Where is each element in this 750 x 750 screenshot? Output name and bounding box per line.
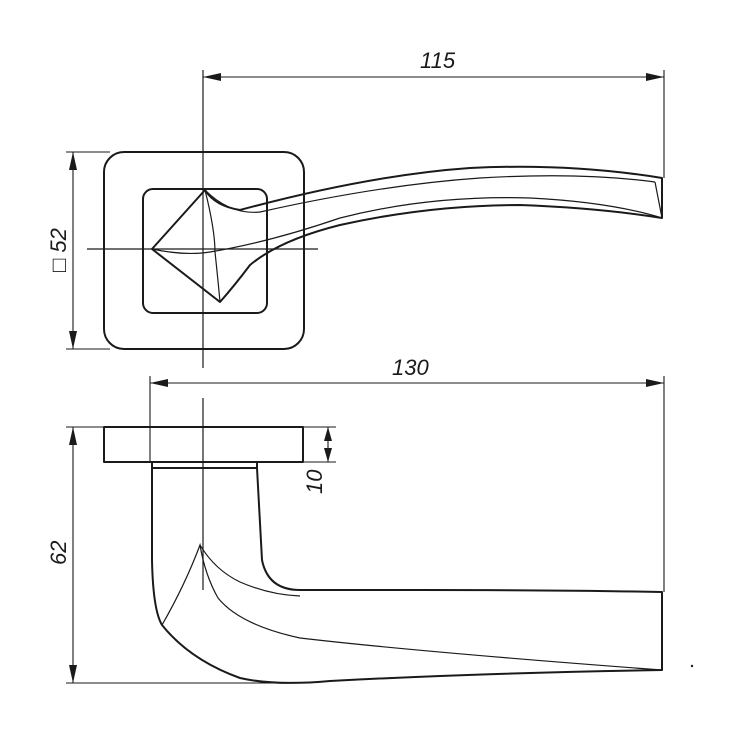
- dim-115-arrow-right: [646, 73, 664, 81]
- dim-130-label: 130: [392, 355, 429, 380]
- dim-130-arrow-left: [150, 379, 168, 387]
- dim-62-arrow-top: [69, 427, 77, 445]
- dim-62-arrow-bottom: [69, 665, 77, 683]
- dim-10-arrow-bottom: [324, 448, 332, 462]
- dim-52-label: □ 52: [46, 228, 71, 272]
- side-view: 130 10 62: [46, 355, 694, 684]
- rose-outer-square: [103, 151, 305, 350]
- dim-115-label: 115: [420, 48, 456, 73]
- lever-top-facet-tip: [204, 189, 221, 303]
- lever-side-curve-inner: [199, 544, 301, 597]
- rose-collar: [151, 461, 258, 469]
- dim-115-arrow-left: [203, 73, 221, 81]
- lever-top-outline: [151, 165, 663, 303]
- dim-10-arrow-top: [324, 427, 332, 441]
- stray-dot: [690, 664, 694, 668]
- lever-top-facet-upper: [204, 175, 656, 213]
- top-view: 115 □ 52: [46, 48, 665, 368]
- lever-side-outline: [151, 467, 663, 684]
- dim-52-arrow-top: [69, 152, 77, 170]
- lever-top-facet-lower: [151, 197, 663, 255]
- dim-10-label: 10: [302, 469, 327, 494]
- lever-side-curve-lower: [161, 542, 663, 671]
- dim-130-arrow-right: [646, 379, 664, 387]
- dim-62-label: 62: [46, 541, 71, 565]
- dim-52-arrow-bottom: [69, 331, 77, 349]
- lever-top-end: [654, 181, 663, 219]
